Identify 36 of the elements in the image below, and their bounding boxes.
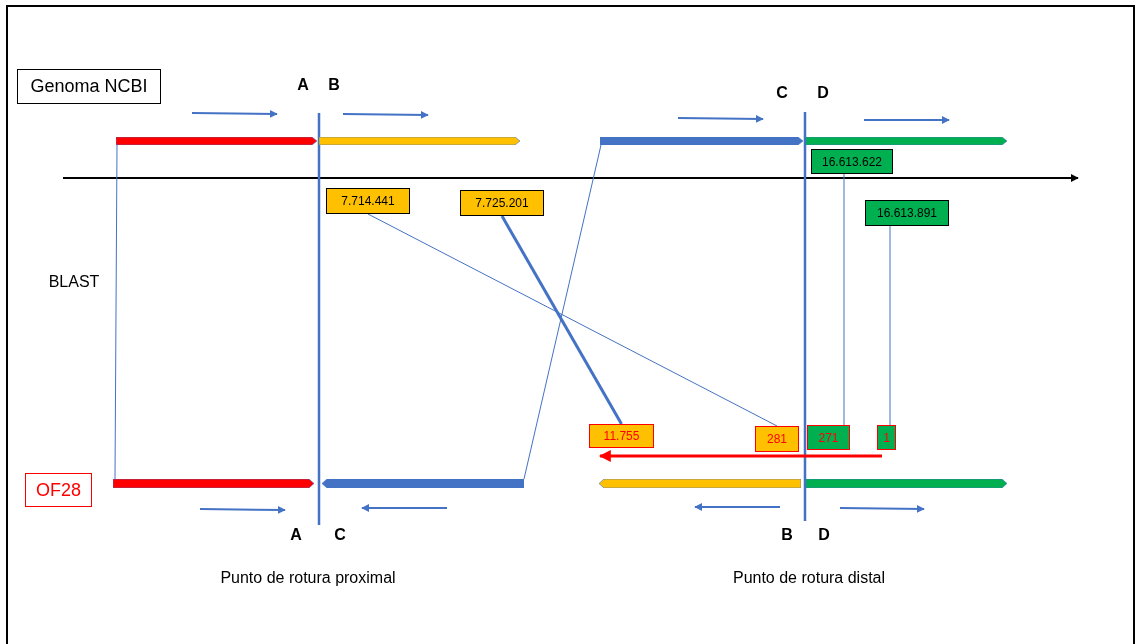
segment-bar [600, 137, 803, 145]
breakpoint-letter: C [776, 84, 788, 102]
connector-line [843, 173, 845, 426]
position-label: 16.613.622 [811, 149, 893, 174]
connector-line [889, 225, 891, 426]
segment-bar [599, 479, 801, 488]
segment-bar [113, 479, 314, 488]
position-label: 271 [807, 425, 850, 450]
connector-line [500, 215, 623, 425]
breakpoint-letter: D [817, 84, 829, 102]
segment-bar [806, 479, 1007, 488]
segment-bar [116, 137, 317, 145]
breakpoint-letter: A [297, 76, 309, 94]
segment-bar [806, 137, 1007, 145]
segment-bar [319, 137, 520, 145]
connector-line [114, 144, 118, 480]
breakpoint-letter: C [334, 526, 346, 544]
breakpoint-letter: B [328, 76, 340, 94]
connector-line [367, 213, 778, 427]
breakpoint-letter: B [781, 526, 793, 544]
breakpoint-caption: Punto de rotura proximal [220, 569, 396, 587]
position-label: 281 [755, 426, 799, 452]
breakpoint-caption: Punto de rotura distal [732, 569, 886, 587]
position-label: 11.755 [589, 424, 654, 448]
connector-line [523, 144, 602, 480]
breakpoint-letter: A [290, 526, 302, 544]
position-label: 7.725.201 [460, 190, 544, 216]
arrow [598, 450, 882, 462]
method-label: BLAST [48, 273, 100, 291]
breakpoint-letter: D [818, 526, 830, 544]
sequence-label: OF28 [25, 473, 92, 507]
position-label: 7.714.441 [326, 188, 410, 214]
segment-bar [322, 479, 524, 488]
position-label: 16.613.891 [865, 200, 949, 226]
position-label: 1 [877, 425, 896, 450]
sequence-label: Genoma NCBI [17, 69, 161, 104]
